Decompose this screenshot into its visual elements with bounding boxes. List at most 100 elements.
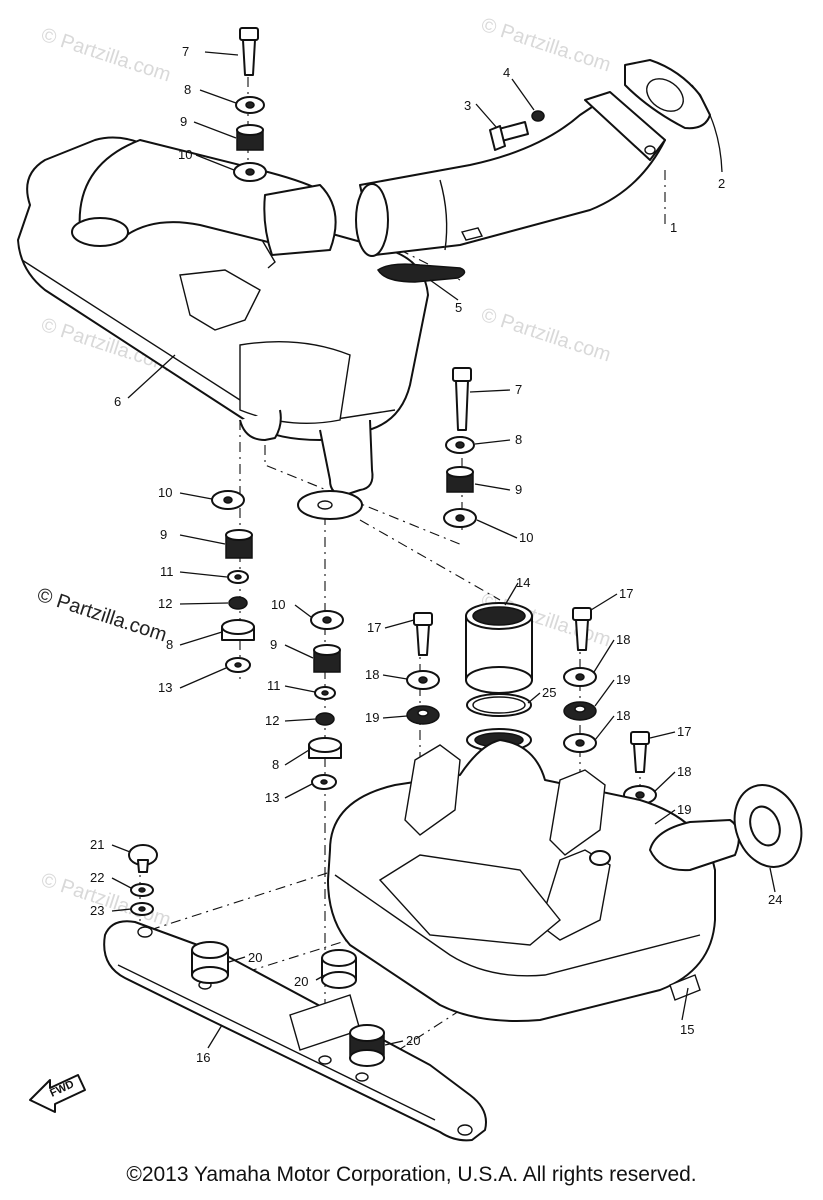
rear-bracket-hole	[589, 850, 611, 866]
leader	[384, 1040, 404, 1046]
leader-lines	[111, 51, 776, 1049]
damper-20-bottom	[321, 971, 357, 989]
callout-12: 12	[158, 596, 172, 611]
bolt-17-shank	[416, 624, 430, 656]
damper-20-top	[349, 1024, 385, 1042]
callout-1: 1	[670, 220, 677, 235]
leader	[179, 571, 228, 578]
callout-21: 21	[90, 837, 104, 852]
callout-labels: 1 2 3 4 5 6 7 7 8 8 8 8 9 9 9 9 10 10 10…	[90, 44, 782, 1065]
leader	[654, 809, 676, 825]
flange-hole	[644, 145, 656, 155]
seal-25-inner	[472, 696, 526, 714]
spring-coil	[376, 263, 466, 283]
callout-18: 18	[616, 708, 630, 723]
callout-19: 19	[365, 710, 379, 725]
callout-25: 25	[542, 685, 556, 700]
exhaust-pipe	[355, 91, 666, 257]
watermark: © Partzilla.com	[478, 304, 613, 367]
lock-washer	[531, 110, 545, 122]
pipe-band	[439, 179, 448, 251]
leader	[294, 604, 312, 618]
rubber-dampers	[191, 941, 385, 1067]
leader	[649, 731, 676, 739]
callout-2: 2	[718, 176, 725, 191]
collar-11-hole	[234, 574, 242, 580]
leader	[469, 389, 511, 393]
washer-13-hole	[320, 779, 328, 785]
callout-8: 8	[272, 757, 279, 772]
callout-11: 11	[160, 564, 174, 579]
callout-9: 9	[180, 114, 187, 129]
strap-left	[404, 744, 461, 836]
damper-9-top	[446, 466, 474, 478]
leader	[594, 715, 615, 741]
callout-24: 24	[768, 892, 782, 907]
muffler-emblem	[179, 269, 261, 331]
leader	[284, 685, 316, 693]
damper-9-top	[225, 529, 253, 541]
washer-22-hole	[138, 887, 146, 893]
leader	[284, 749, 310, 766]
callout-8: 8	[184, 82, 191, 97]
washer-10-hole	[322, 616, 332, 624]
leader	[199, 89, 237, 104]
bolt-17-head	[413, 612, 433, 626]
muffler-panel	[378, 854, 561, 946]
bolt-7-head	[452, 367, 472, 382]
assembly-line	[359, 519, 501, 601]
callout-16: 16	[196, 1050, 210, 1065]
washer-18-hole	[575, 673, 585, 681]
fwd-arrow-shape	[29, 1074, 86, 1113]
nut-12	[315, 712, 335, 726]
leader	[429, 279, 459, 301]
leader	[594, 679, 615, 707]
callout-7: 7	[515, 382, 522, 397]
callout-17: 17	[367, 620, 381, 635]
damper-19-hole	[574, 705, 586, 713]
bolt-17-head	[630, 731, 650, 745]
callout-20: 20	[248, 950, 262, 965]
washer-18-hole	[575, 739, 585, 747]
tail-gasket	[733, 784, 803, 868]
washer-10-hole	[245, 168, 255, 176]
callout-18: 18	[365, 667, 379, 682]
leader	[179, 667, 227, 689]
upper-muffler	[17, 136, 429, 520]
leader	[179, 534, 226, 545]
leader	[179, 492, 213, 500]
joint-pipe-bore	[472, 606, 526, 626]
callout-18: 18	[616, 632, 630, 647]
callout-3: 3	[464, 98, 471, 113]
leader	[382, 715, 408, 719]
left-lower-mount-stack	[211, 490, 255, 673]
callout-17: 17	[677, 724, 691, 739]
leader	[111, 877, 132, 889]
gasket-hole	[646, 78, 684, 112]
leader	[111, 844, 131, 853]
muffler-pipe-end	[71, 217, 129, 247]
leader	[474, 483, 511, 491]
joint-pipe	[465, 602, 533, 752]
leader	[284, 783, 313, 799]
leader	[527, 692, 541, 704]
leader	[474, 439, 511, 445]
leader	[195, 154, 235, 171]
leader	[681, 987, 689, 1021]
washer-8b	[221, 619, 255, 635]
callout-10: 10	[271, 597, 285, 612]
leader	[475, 103, 498, 129]
leader	[593, 639, 615, 673]
callout-18: 18	[677, 764, 691, 779]
leader	[384, 619, 415, 629]
watermark-dark: © Partzilla.com	[34, 584, 169, 647]
callout-4: 4	[503, 65, 510, 80]
exhaust-gasket	[624, 59, 711, 130]
damper-19-hole	[417, 709, 429, 717]
leader	[382, 674, 408, 680]
leader	[511, 78, 535, 111]
nut-12	[228, 596, 248, 610]
callout-23: 23	[90, 903, 104, 918]
bracket-hole	[317, 500, 333, 510]
